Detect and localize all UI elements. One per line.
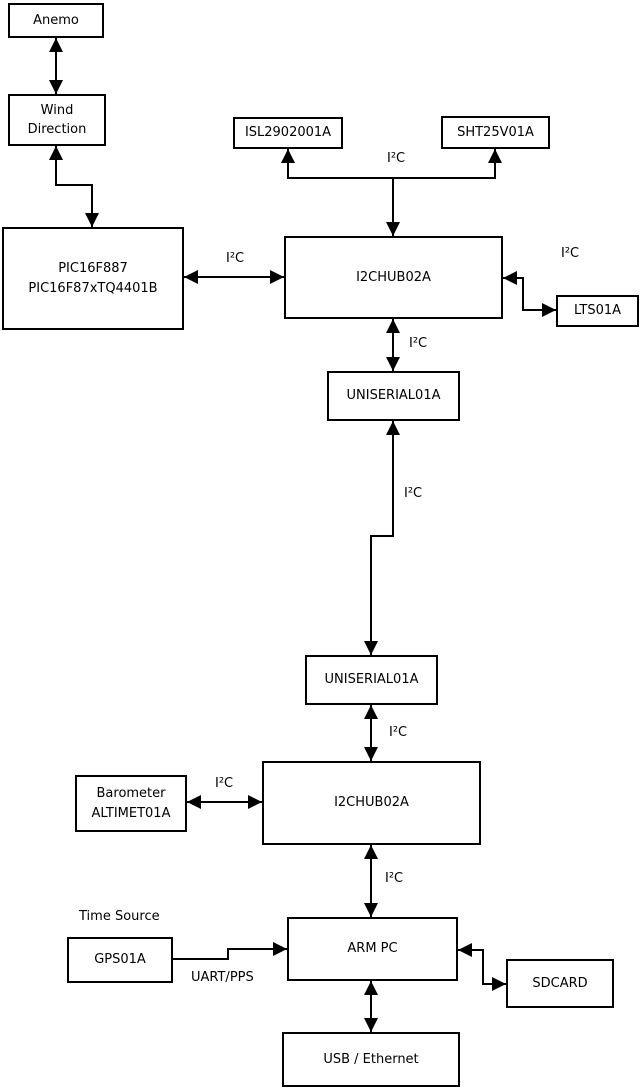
node-sdcard: SDCARD bbox=[506, 959, 614, 1008]
arrowhead-down bbox=[364, 1018, 378, 1032]
arrowhead-up bbox=[386, 319, 400, 333]
label-i2c-hub-uniserial: I²C bbox=[409, 336, 428, 351]
label-i2c-hub2-armpc: I²C bbox=[385, 871, 404, 886]
arrowhead-right bbox=[270, 270, 284, 284]
node-i2chub02a-top: I2CHUB02A bbox=[284, 236, 503, 319]
node-usb-ethernet: USB / Ethernet bbox=[282, 1032, 460, 1087]
arrowhead-up bbox=[364, 705, 378, 719]
edge-uniserial-link-seg1 bbox=[392, 421, 394, 536]
node-barometer-line1: Barometer bbox=[96, 786, 166, 801]
node-pic16f887: PIC16F887 PIC16F87xTQ4401B bbox=[2, 227, 184, 330]
arrowhead-left bbox=[503, 271, 517, 285]
node-pic16f887-line2: PIC16F87xTQ4401B bbox=[28, 280, 158, 296]
edge-gps-armpc-seg1 bbox=[173, 958, 229, 960]
edge-wind-pic-seg2 bbox=[55, 184, 93, 186]
arrowhead-down bbox=[386, 222, 400, 236]
edge-hub1-lts-seg2 bbox=[522, 277, 524, 311]
node-wind-direction-line2: Direction bbox=[27, 122, 87, 137]
edge-uniserial-link-seg3 bbox=[370, 535, 372, 655]
label-i2c-barometer: I²C bbox=[215, 776, 234, 791]
arrowhead-left bbox=[458, 943, 472, 957]
label-i2c-pic-hub: I²C bbox=[226, 251, 245, 266]
edge-wind-pic-seg3 bbox=[91, 184, 93, 227]
label-i2c-uniserial-hub2: I²C bbox=[389, 725, 408, 740]
edge-branch-horizontal bbox=[287, 177, 496, 179]
arrowhead-up bbox=[49, 146, 63, 160]
node-pic16f887-line1: PIC16F887 bbox=[58, 261, 128, 276]
arrowhead-right bbox=[248, 795, 262, 809]
label-i2c-uniserial-link: I²C bbox=[404, 486, 423, 501]
label-i2c-lts: I²C bbox=[561, 246, 580, 261]
arrowhead-right bbox=[273, 942, 287, 956]
edge-branch-to-sht bbox=[494, 149, 496, 179]
edge-hub1-uniserial1-line bbox=[392, 319, 394, 371]
node-wind-direction-line1: Wind bbox=[40, 102, 74, 118]
node-i2chub02a-bottom: I2CHUB02A bbox=[262, 761, 481, 845]
node-lts01a: LTS01A bbox=[556, 295, 639, 327]
arrowhead-down bbox=[386, 357, 400, 371]
edge-hub2-armpc-line bbox=[370, 845, 372, 917]
edge-uniserial-link-seg2 bbox=[370, 535, 394, 537]
arrowhead-left bbox=[187, 795, 201, 809]
arrowhead-down bbox=[364, 747, 378, 761]
edge-pic-hub1-line bbox=[184, 276, 284, 278]
node-isl2902001a: ISL2902001A bbox=[233, 117, 343, 149]
node-barometer-line2: ALTIMET01A bbox=[91, 805, 171, 821]
arrowhead-up bbox=[364, 981, 378, 995]
edge-branch-to-isl bbox=[287, 149, 289, 179]
arrowhead-up bbox=[364, 845, 378, 859]
arrowhead-down bbox=[85, 213, 99, 227]
edge-branch-to-hub bbox=[392, 177, 394, 236]
arrowhead-up bbox=[488, 149, 502, 163]
arrowhead-up bbox=[49, 38, 63, 52]
edge-barometer-hub2-line bbox=[187, 801, 262, 803]
arrowhead-left bbox=[184, 270, 198, 284]
arrowhead-down bbox=[364, 903, 378, 917]
edge-wind-pic-seg1 bbox=[55, 146, 57, 186]
node-sht25v01a: SHT25V01A bbox=[441, 116, 550, 149]
edge-gps-armpc-seg3 bbox=[227, 948, 287, 950]
edge-gps-armpc-seg2 bbox=[227, 948, 229, 960]
node-uniserial01a-top: UNISERIAL01A bbox=[327, 371, 460, 421]
node-gps01a: GPS01A bbox=[67, 937, 173, 983]
edge-anemo-wind-line bbox=[55, 38, 57, 94]
arrowhead-right bbox=[492, 977, 506, 991]
node-uniserial01a-bottom: UNISERIAL01A bbox=[305, 655, 438, 705]
node-anemo: Anemo bbox=[8, 3, 104, 38]
arrowhead-right bbox=[542, 303, 556, 317]
edge-armpc-sdcard-seg2 bbox=[482, 949, 484, 985]
edge-uniserial2-hub2-line bbox=[370, 705, 372, 761]
node-barometer-altimet01a: Barometer ALTIMET01A bbox=[75, 775, 187, 832]
edge-armpc-usb-line bbox=[370, 981, 372, 1032]
arrowhead-down bbox=[364, 641, 378, 655]
arrowhead-down bbox=[49, 80, 63, 94]
label-time-source: Time Source bbox=[79, 909, 160, 924]
node-arm-pc: ARM PC bbox=[287, 917, 458, 981]
arrowhead-up bbox=[386, 421, 400, 435]
label-i2c-top-branch: I²C bbox=[387, 151, 406, 166]
node-wind-direction: Wind Direction bbox=[8, 94, 106, 146]
edge-hub1-lts-seg3 bbox=[522, 309, 556, 311]
label-uart-pps: UART/PPS bbox=[191, 970, 254, 985]
arrowhead-up bbox=[281, 149, 295, 163]
